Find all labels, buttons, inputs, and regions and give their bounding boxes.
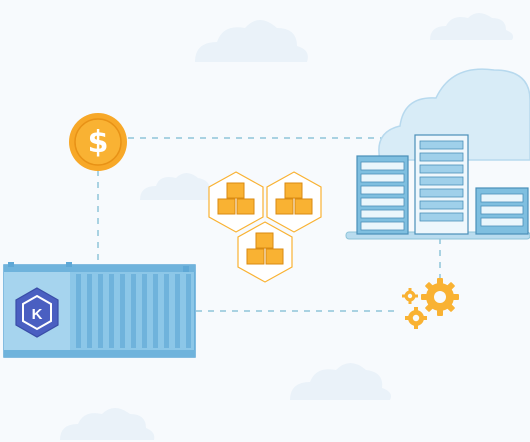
- connector-lines: [97, 137, 441, 312]
- kubernetes-hexagon-icon: [15, 287, 59, 338]
- server-rack-icon: [345, 134, 530, 240]
- dollar-coin-icon: [69, 113, 127, 171]
- gear-small-top: [402, 288, 418, 304]
- server-rack-right-units: [480, 193, 524, 227]
- container-top-rail: [4, 265, 195, 272]
- shipping-container-icon: [3, 262, 196, 358]
- package-cluster-icon: [208, 171, 322, 283]
- gear-large: [421, 278, 459, 316]
- package-hexagon-left: [208, 171, 264, 233]
- background-clouds: [60, 13, 514, 440]
- server-rack-left-units: [360, 161, 405, 231]
- package-hexagon-bottom: [237, 221, 293, 283]
- server-rack-center-units: [419, 140, 464, 222]
- package-hexagon-right: [266, 171, 322, 233]
- container-bottom-rail: [4, 350, 195, 357]
- container-ribs: [76, 274, 191, 348]
- gear-small-bottom: [405, 307, 427, 329]
- gears-icon: [402, 278, 459, 329]
